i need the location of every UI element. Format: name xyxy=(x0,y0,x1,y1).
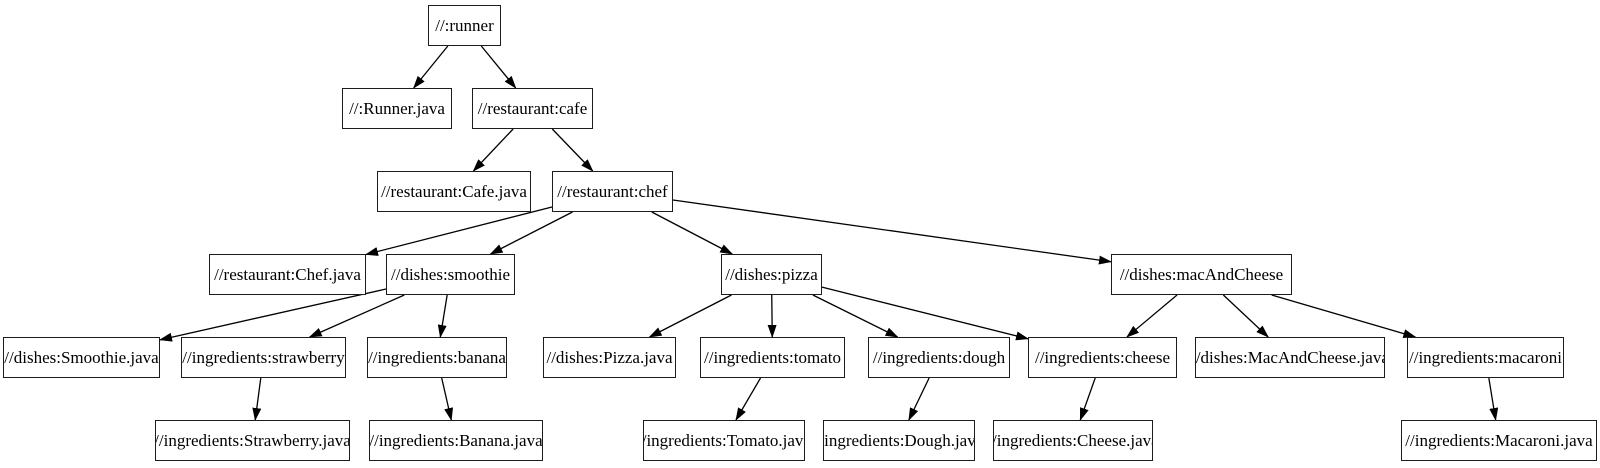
graph-node-label: //dishes:Smoothie.java xyxy=(4,348,159,367)
graph-node-label: //ingredients:Cheese.java xyxy=(993,431,1153,450)
graph-node-label: //dishes:pizza xyxy=(725,265,818,284)
graph-edge-pizza-to-pizza-java xyxy=(648,294,732,338)
graph-edge-macaroni-to-macaroni-java xyxy=(1488,377,1499,421)
graph-node-label: //ingredients:macaroni xyxy=(1409,348,1562,367)
graph-node-label: //ingredients:Banana.java xyxy=(369,431,543,450)
graph-node-label: //ingredients:tomato xyxy=(704,348,841,367)
graph-node-label: //ingredients:Strawberry.java xyxy=(155,431,350,450)
graph-node-strawberry-java: //ingredients:Strawberry.java xyxy=(155,420,350,461)
graph-edge-cafe-to-chef xyxy=(551,128,594,172)
graph-node-macaroni: //ingredients:macaroni xyxy=(1407,337,1564,378)
graph-edge-mac-and-cheese-to-cheese xyxy=(1126,294,1178,338)
graph-edge-pizza-to-cheese xyxy=(821,286,1029,341)
graph-node-pizza-java: //dishes:Pizza.java xyxy=(543,337,676,378)
graph-node-label: //ingredients:Dough.java xyxy=(823,431,975,450)
graph-node-label: //ingredients:strawberry xyxy=(182,348,345,367)
graph-edge-runner-to-cafe xyxy=(480,45,517,89)
graph-edge-strawberry-to-strawberry-java xyxy=(252,377,262,421)
graph-node-label: //:Runner.java xyxy=(349,99,445,118)
graph-edge-chef-to-smoothie xyxy=(489,211,573,255)
graph-edge-banana-to-banana-java xyxy=(441,377,454,421)
graph-node-macaroni-java: //ingredients:Macaroni.java xyxy=(1401,420,1597,461)
graph-node-cafe: //restaurant:cafe xyxy=(472,88,593,129)
graph-node-label: //ingredients:dough xyxy=(872,348,1006,367)
graph-node-smoothie: //dishes:smoothie xyxy=(386,254,515,295)
graph-edge-cheese-to-cheese-java xyxy=(1079,377,1096,421)
graph-node-label: //ingredients:Tomato.java xyxy=(643,431,805,450)
graph-node-tomato: //ingredients:tomato xyxy=(700,337,845,378)
graph-node-runner: //:runner xyxy=(428,5,501,46)
graph-edge-mac-and-cheese-to-mac-and-cheese-java xyxy=(1222,294,1269,338)
graph-node-cheese: //ingredients:cheese xyxy=(1028,337,1177,378)
graph-node-tomato-java: //ingredients:Tomato.java xyxy=(643,420,805,461)
graph-node-chef-java: //restaurant:Chef.java xyxy=(209,254,366,295)
graph-node-label: //dishes:macAndCheese xyxy=(1119,265,1284,284)
graph-node-label: //ingredients:cheese xyxy=(1034,348,1170,367)
graph-edge-pizza-to-tomato xyxy=(767,294,777,338)
graph-edge-cafe-to-cafe-java xyxy=(472,128,514,172)
graph-node-banana-java: //ingredients:Banana.java xyxy=(369,420,543,461)
graph-node-label: //dishes:MacAndCheese.java xyxy=(1195,348,1385,367)
graph-edge-dough-to-dough-java xyxy=(908,377,930,421)
graph-node-mac-and-cheese: //dishes:macAndCheese xyxy=(1111,254,1292,295)
graph-node-label: //dishes:Pizza.java xyxy=(546,348,673,367)
graph-node-smoothie-java: //dishes:Smoothie.java xyxy=(3,337,160,378)
graph-node-label: //restaurant:chef xyxy=(557,182,668,201)
graph-edge-smoothie-to-smoothie-java xyxy=(159,288,387,342)
graph-node-dough: //ingredients:dough xyxy=(868,337,1010,378)
graph-edge-smoothie-to-strawberry xyxy=(308,294,405,338)
graph-edge-runner-to-runner-java xyxy=(413,45,449,89)
graph-node-label: //restaurant:Chef.java xyxy=(214,265,361,284)
graph-node-cafe-java: //restaurant:Cafe.java xyxy=(377,171,531,212)
graph-node-pizza: //dishes:pizza xyxy=(721,254,822,295)
graph-edge-mac-and-cheese-to-macaroni xyxy=(1271,294,1417,338)
graph-edge-chef-to-mac-and-cheese xyxy=(672,199,1112,265)
graph-node-banana: //ingredients:banana xyxy=(367,337,507,378)
graph-node-label: //ingredients:banana xyxy=(368,348,506,367)
graph-node-label: //restaurant:cafe xyxy=(477,99,588,118)
graph-edge-smoothie-to-banana xyxy=(437,294,448,338)
graph-edge-tomato-to-tomato-java xyxy=(735,377,762,421)
graph-node-mac-and-cheese-java: //dishes:MacAndCheese.java xyxy=(1195,337,1385,378)
graph-node-runner-java: //:Runner.java xyxy=(342,88,452,129)
graph-edge-chef-to-pizza xyxy=(651,211,734,255)
graph-node-strawberry: //ingredients:strawberry xyxy=(181,337,346,378)
graph-node-label: //dishes:smoothie xyxy=(391,265,510,284)
graph-edge-pizza-to-dough xyxy=(812,294,899,338)
graph-node-label: //:runner xyxy=(435,16,494,35)
graph-node-label: //restaurant:Cafe.java xyxy=(381,182,527,201)
graph-node-dough-java: //ingredients:Dough.java xyxy=(823,420,975,461)
graph-node-cheese-java: //ingredients:Cheese.java xyxy=(993,420,1153,461)
graph-edge-chef-to-chef-java xyxy=(365,206,553,256)
graph-node-label: //ingredients:Macaroni.java xyxy=(1405,431,1593,450)
graph-node-chef: //restaurant:chef xyxy=(552,171,673,212)
